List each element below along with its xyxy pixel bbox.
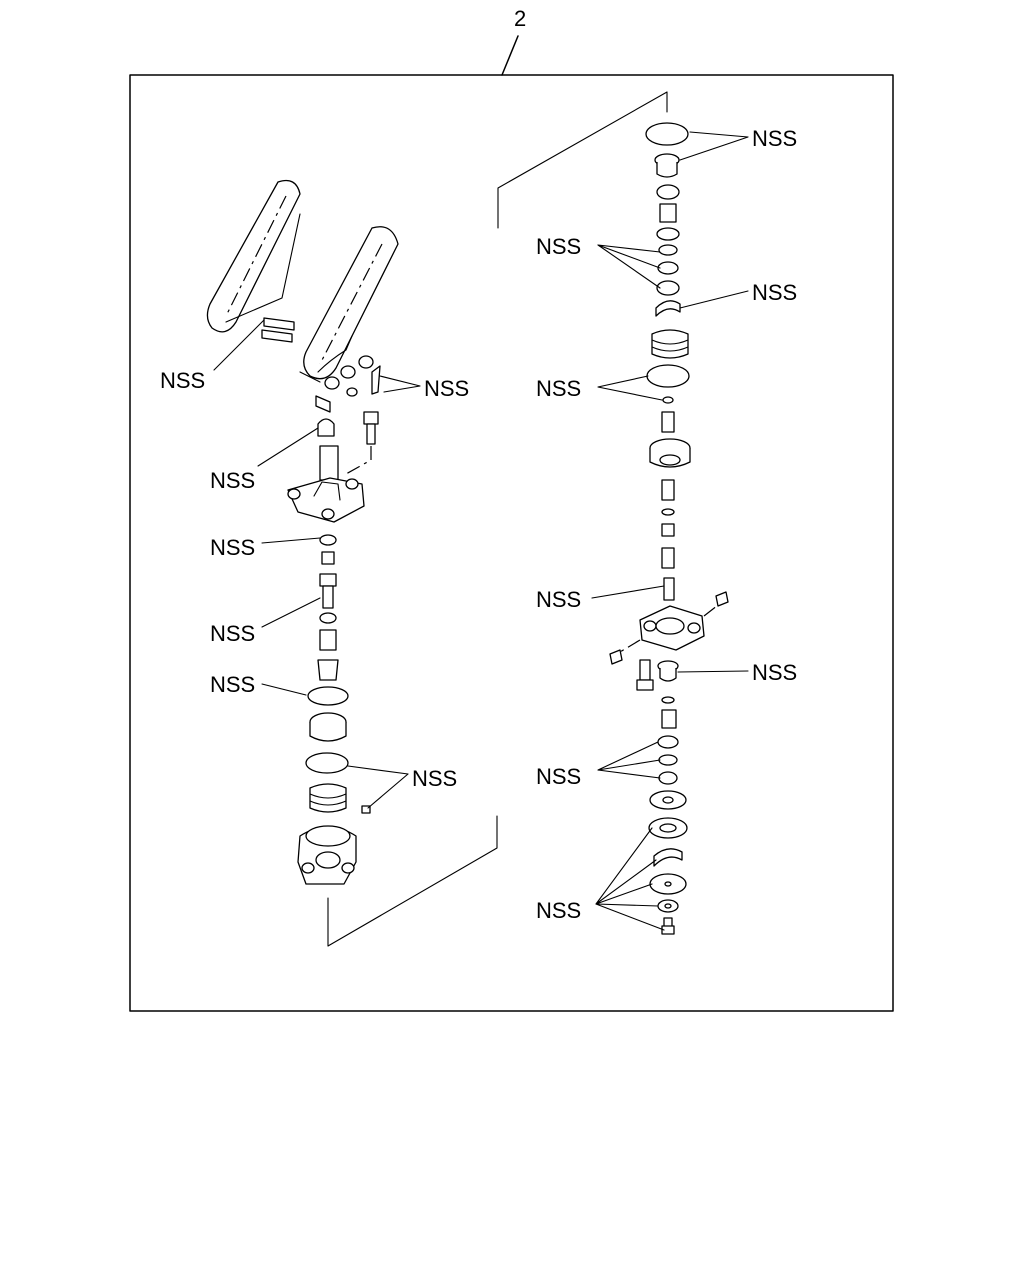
spring-r4 (661, 709, 677, 729)
bolt-middle-left (319, 573, 337, 609)
reference-leader (501, 35, 519, 76)
washer-r5 (656, 280, 680, 296)
spring-r1 (659, 203, 677, 223)
pin-r1 (661, 411, 675, 433)
pivot-pins (261, 317, 295, 343)
pedal-pad-rear (206, 179, 301, 333)
nss-label: NSS (412, 766, 457, 791)
spring-left-large (309, 783, 347, 813)
washer-r7 (661, 696, 675, 704)
nss-label: NSS (752, 660, 797, 685)
washer-r-bottom (657, 899, 679, 913)
nss-label: NSS (752, 280, 797, 305)
nss-label: NSS (210, 468, 255, 493)
nss-label: NSS (536, 234, 581, 259)
disc-r (649, 873, 687, 895)
washer-r9 (658, 754, 678, 766)
connector-bottom (327, 815, 498, 947)
spring-small-left (321, 551, 335, 565)
bolt-r-lower (636, 659, 654, 691)
washer-r8 (657, 735, 679, 749)
bushing-r-lower (657, 660, 679, 682)
washer-r4 (657, 261, 679, 275)
washer-r2 (656, 227, 680, 241)
oring-left (307, 686, 349, 706)
cap-left (317, 418, 335, 437)
washer-r3 (658, 244, 678, 256)
nss-label: NSS (536, 376, 581, 401)
oring-r-large (646, 364, 690, 388)
leader-lines (213, 131, 749, 931)
plunger (319, 445, 339, 481)
seat-r (648, 817, 688, 839)
bushing-top (654, 153, 680, 178)
kit-frame (129, 74, 894, 1012)
pedal-pad-front (299, 226, 399, 383)
nss-label: NSS (536, 587, 581, 612)
roller-pin (315, 395, 331, 413)
piston-r (649, 438, 691, 468)
nss-label: NSS (424, 376, 469, 401)
nss-label: NSS (210, 535, 255, 560)
nss-label: NSS (210, 672, 255, 697)
nss-label: NSS (536, 898, 581, 923)
nss-label: NSS (210, 621, 255, 646)
valve-body-right (619, 601, 723, 653)
nut-left (319, 534, 337, 546)
washer-r-flat (649, 790, 687, 810)
plug-small-left (361, 805, 371, 814)
pin-r2 (661, 479, 675, 501)
screw-r-bottom (661, 917, 675, 935)
snap-ring-r2 (653, 848, 683, 867)
oring-left-large (305, 752, 349, 774)
washer-r1 (656, 184, 680, 200)
washer-left (319, 612, 337, 624)
oring-r-small (662, 396, 674, 404)
spring-left-2 (317, 659, 339, 681)
pedal-washers (324, 355, 381, 397)
snap-ring-r1 (655, 300, 681, 317)
nss-label: NSS (536, 764, 581, 789)
connector-top (497, 91, 668, 229)
washer-r6 (661, 508, 675, 516)
reference-number: 2 (514, 6, 526, 31)
piston-left (309, 712, 347, 742)
screw-right (715, 591, 729, 607)
nss-label: NSS (752, 126, 797, 151)
spring-r-large (651, 329, 689, 359)
bolt-upper-left (345, 411, 379, 475)
spring-r3 (661, 547, 675, 569)
oring-top (645, 122, 689, 146)
nss-label: NSS (160, 368, 205, 393)
valve-body-upper (287, 477, 365, 523)
spring-r2 (661, 523, 675, 537)
valve-body-lower (297, 825, 357, 885)
screw-left-r (609, 649, 623, 665)
spring-left-1 (319, 629, 337, 651)
washer-r10 (658, 771, 678, 785)
stem-r (663, 577, 675, 601)
